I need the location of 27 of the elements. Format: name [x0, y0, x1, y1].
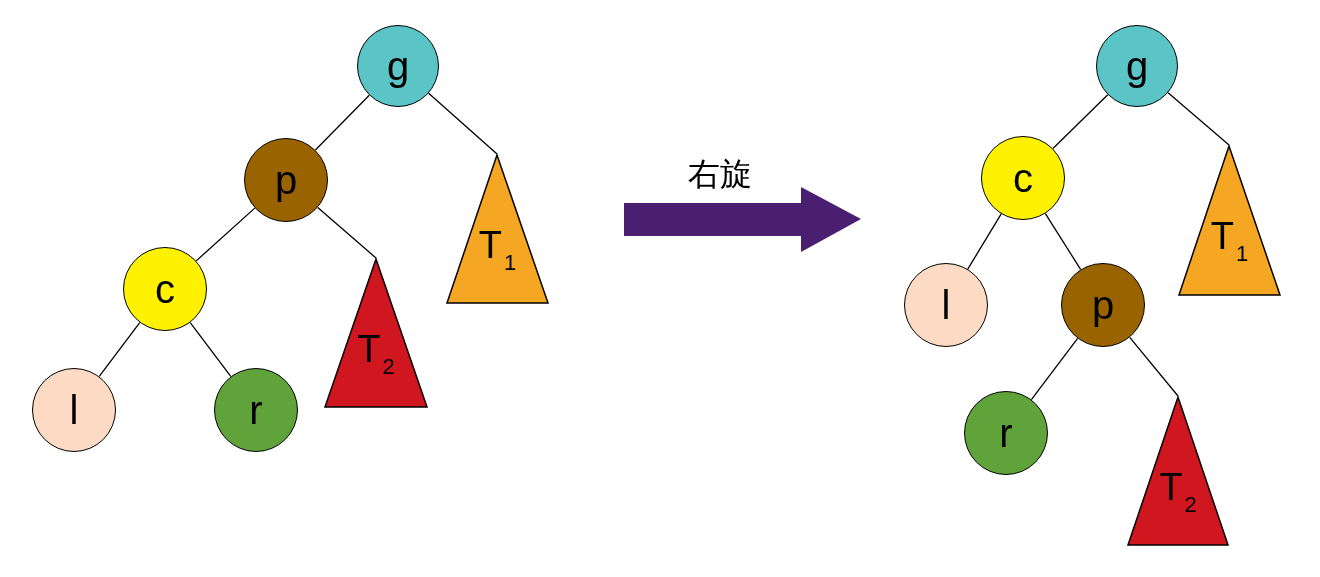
tree-node-circle: p — [244, 138, 328, 222]
tree-edge — [195, 207, 256, 262]
tree-edge — [1167, 92, 1230, 146]
tree-edge — [317, 206, 377, 259]
tree-node-circle: r — [214, 368, 298, 452]
subtree-triangle: T$_{1}$ — [1178, 145, 1281, 296]
tree-node-circle: c — [123, 247, 207, 331]
subtree-triangle: T$_{1}$ — [446, 154, 549, 304]
tree-node-circle: l — [32, 368, 116, 452]
tree-node-circle: r — [964, 391, 1048, 475]
tree-edge — [1044, 212, 1082, 271]
tree-edge — [428, 92, 498, 155]
subtree-triangle: T$_{2}$ — [324, 258, 428, 408]
subtree-triangle: T$_{2}$ — [1127, 396, 1229, 546]
tree-edge — [967, 213, 1002, 270]
tree-edge — [98, 321, 141, 378]
tree-edge — [314, 94, 370, 151]
tree-node-circle: p — [1061, 263, 1145, 347]
tree-node-circle: g — [357, 25, 439, 107]
rotation-label: 右旋 — [688, 154, 752, 195]
tree-edge — [189, 321, 232, 378]
tree-edge — [1129, 336, 1179, 397]
tree-node-circle: l — [904, 263, 988, 347]
tree-node-circle: g — [1096, 25, 1178, 107]
tree-edge — [1052, 94, 1109, 150]
tree-node-circle: c — [981, 136, 1065, 220]
tree-edge — [1030, 337, 1079, 401]
